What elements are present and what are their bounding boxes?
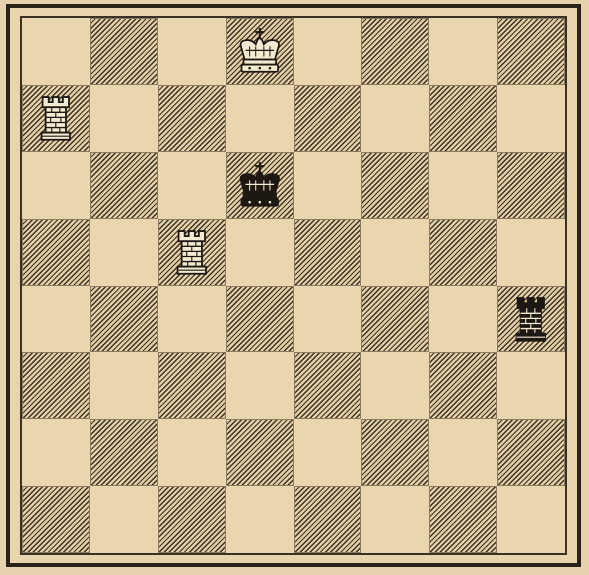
square-h7[interactable] bbox=[497, 85, 565, 152]
square-h1[interactable] bbox=[497, 486, 565, 553]
square-e4[interactable] bbox=[294, 286, 362, 353]
square-a8[interactable] bbox=[22, 18, 90, 85]
square-c5[interactable] bbox=[158, 219, 226, 286]
square-f5[interactable] bbox=[361, 219, 429, 286]
square-g6[interactable] bbox=[429, 152, 497, 219]
square-e8[interactable] bbox=[294, 18, 362, 85]
square-e1[interactable] bbox=[294, 486, 362, 553]
square-c4[interactable] bbox=[158, 286, 226, 353]
chess-board bbox=[20, 16, 567, 555]
square-b6[interactable] bbox=[90, 152, 158, 219]
square-d6[interactable] bbox=[226, 152, 294, 219]
square-b2[interactable] bbox=[90, 419, 158, 486]
square-a7[interactable] bbox=[22, 85, 90, 152]
white-king-icon[interactable] bbox=[234, 26, 286, 77]
square-f3[interactable] bbox=[361, 352, 429, 419]
chess-board-frame bbox=[6, 4, 581, 567]
square-h4[interactable] bbox=[497, 286, 565, 353]
square-c2[interactable] bbox=[158, 419, 226, 486]
square-b3[interactable] bbox=[90, 352, 158, 419]
square-b8[interactable] bbox=[90, 18, 158, 85]
square-d8[interactable] bbox=[226, 18, 294, 85]
square-h6[interactable] bbox=[497, 152, 565, 219]
square-f1[interactable] bbox=[361, 486, 429, 553]
square-d1[interactable] bbox=[226, 486, 294, 553]
square-c3[interactable] bbox=[158, 352, 226, 419]
square-g3[interactable] bbox=[429, 352, 497, 419]
square-e3[interactable] bbox=[294, 352, 362, 419]
square-h5[interactable] bbox=[497, 219, 565, 286]
square-c8[interactable] bbox=[158, 18, 226, 85]
square-a6[interactable] bbox=[22, 152, 90, 219]
white-rook-icon[interactable] bbox=[30, 93, 82, 144]
white-rook-icon[interactable] bbox=[166, 227, 218, 278]
square-f2[interactable] bbox=[361, 419, 429, 486]
square-a1[interactable] bbox=[22, 486, 90, 553]
square-d3[interactable] bbox=[226, 352, 294, 419]
square-g5[interactable] bbox=[429, 219, 497, 286]
square-e6[interactable] bbox=[294, 152, 362, 219]
square-f8[interactable] bbox=[361, 18, 429, 85]
square-e5[interactable] bbox=[294, 219, 362, 286]
square-d5[interactable] bbox=[226, 219, 294, 286]
black-king-icon[interactable] bbox=[234, 160, 286, 211]
square-d7[interactable] bbox=[226, 85, 294, 152]
square-c1[interactable] bbox=[158, 486, 226, 553]
square-h8[interactable] bbox=[497, 18, 565, 85]
square-g7[interactable] bbox=[429, 85, 497, 152]
square-a5[interactable] bbox=[22, 219, 90, 286]
square-g8[interactable] bbox=[429, 18, 497, 85]
square-h2[interactable] bbox=[497, 419, 565, 486]
square-f7[interactable] bbox=[361, 85, 429, 152]
square-g2[interactable] bbox=[429, 419, 497, 486]
square-e2[interactable] bbox=[294, 419, 362, 486]
square-b7[interactable] bbox=[90, 85, 158, 152]
square-c6[interactable] bbox=[158, 152, 226, 219]
square-b4[interactable] bbox=[90, 286, 158, 353]
square-b5[interactable] bbox=[90, 219, 158, 286]
square-a3[interactable] bbox=[22, 352, 90, 419]
square-c7[interactable] bbox=[158, 85, 226, 152]
black-rook-icon[interactable] bbox=[505, 294, 557, 345]
square-a2[interactable] bbox=[22, 419, 90, 486]
square-f4[interactable] bbox=[361, 286, 429, 353]
square-g4[interactable] bbox=[429, 286, 497, 353]
square-d4[interactable] bbox=[226, 286, 294, 353]
square-h3[interactable] bbox=[497, 352, 565, 419]
square-e7[interactable] bbox=[294, 85, 362, 152]
square-f6[interactable] bbox=[361, 152, 429, 219]
square-g1[interactable] bbox=[429, 486, 497, 553]
square-a4[interactable] bbox=[22, 286, 90, 353]
square-d2[interactable] bbox=[226, 419, 294, 486]
square-b1[interactable] bbox=[90, 486, 158, 553]
